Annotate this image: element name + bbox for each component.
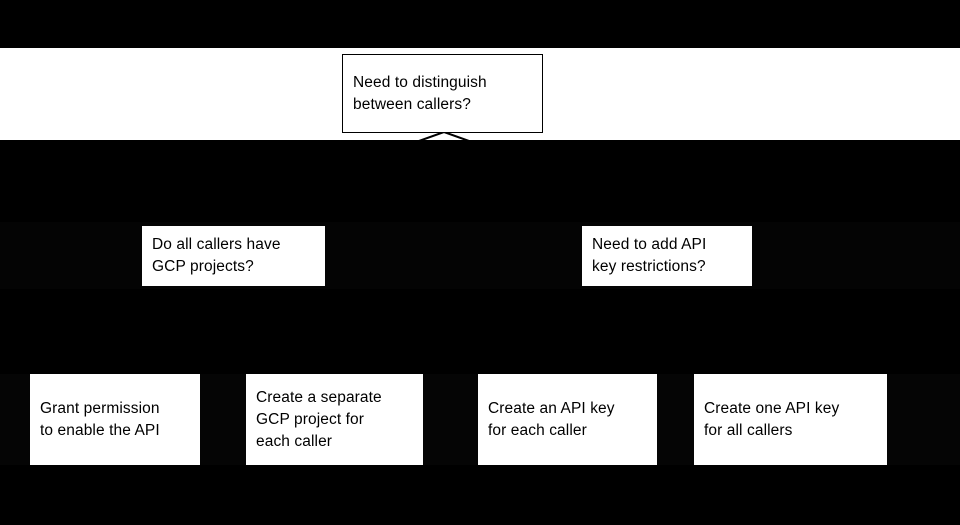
node-outcome-separate-gcp-project[interactable]: Create a separate GCP project for each c… bbox=[246, 374, 423, 465]
node-outcome-grant-permission[interactable]: Grant permission to enable the API bbox=[30, 374, 200, 465]
node-decision-api-key-restrictions-label: Need to add API key restrictions? bbox=[592, 236, 707, 275]
node-outcome-api-key-all-callers[interactable]: Create one API key for all callers bbox=[694, 374, 887, 465]
node-outcome-api-key-each-caller-label: Create an API key for each caller bbox=[488, 399, 615, 439]
connector-root-split-chevron bbox=[418, 132, 470, 141]
node-outcome-api-key-each-caller[interactable]: Create an API key for each caller bbox=[478, 374, 657, 465]
node-decision-gcp-projects[interactable]: Do all callers have GCP projects? bbox=[142, 226, 325, 286]
node-decision-gcp-projects-label: Do all callers have GCP projects? bbox=[152, 236, 281, 275]
node-outcome-separate-gcp-project-label: Create a separate GCP project for each c… bbox=[256, 388, 382, 450]
node-root-decision-label: Need to distinguish between callers? bbox=[353, 73, 487, 113]
node-decision-api-key-restrictions[interactable]: Need to add API key restrictions? bbox=[582, 226, 752, 286]
node-outcome-grant-permission-label: Grant permission to enable the API bbox=[40, 399, 160, 439]
node-root-decision[interactable]: Need to distinguish between callers? bbox=[342, 54, 543, 133]
node-outcome-api-key-all-callers-label: Create one API key for all callers bbox=[704, 399, 840, 439]
